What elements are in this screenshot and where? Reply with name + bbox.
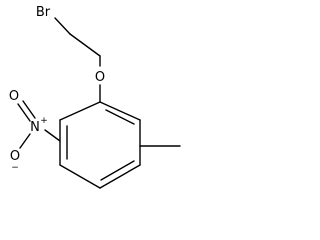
nitro-oxygen-top-label: O xyxy=(9,89,19,104)
nitro-oxygen-charge: − xyxy=(11,163,19,173)
ring-bond-3 xyxy=(99,164,141,189)
ring-bond-6 xyxy=(59,101,101,121)
ring-bond-1 xyxy=(99,101,141,121)
bond-br-c1 xyxy=(54,17,71,35)
bond-c1-c2 xyxy=(69,33,101,57)
bonds xyxy=(17,17,181,189)
bond-n-o-top-2 xyxy=(22,100,36,119)
ether-oxygen-label: O xyxy=(95,70,105,85)
nitro-nitrogen-label: N xyxy=(30,120,40,135)
atom-labels: Br O N + O O − xyxy=(9,5,108,173)
bond-n-o-bottom xyxy=(19,133,31,149)
bond-n-o-top-1 xyxy=(17,103,31,122)
nitro-oxygen-bottom-label: O xyxy=(10,149,20,164)
chemical-structure: Br O N + O O − xyxy=(9,5,181,189)
ring-double-bond-b xyxy=(100,160,135,181)
ring-double-bond-a xyxy=(105,109,135,125)
bromine-label: Br xyxy=(36,5,51,20)
ring-bond-4 xyxy=(59,164,101,189)
benzene-ring xyxy=(59,101,141,189)
bond-ring-n xyxy=(44,129,61,142)
nitro-nitrogen-charge: + xyxy=(40,116,48,126)
